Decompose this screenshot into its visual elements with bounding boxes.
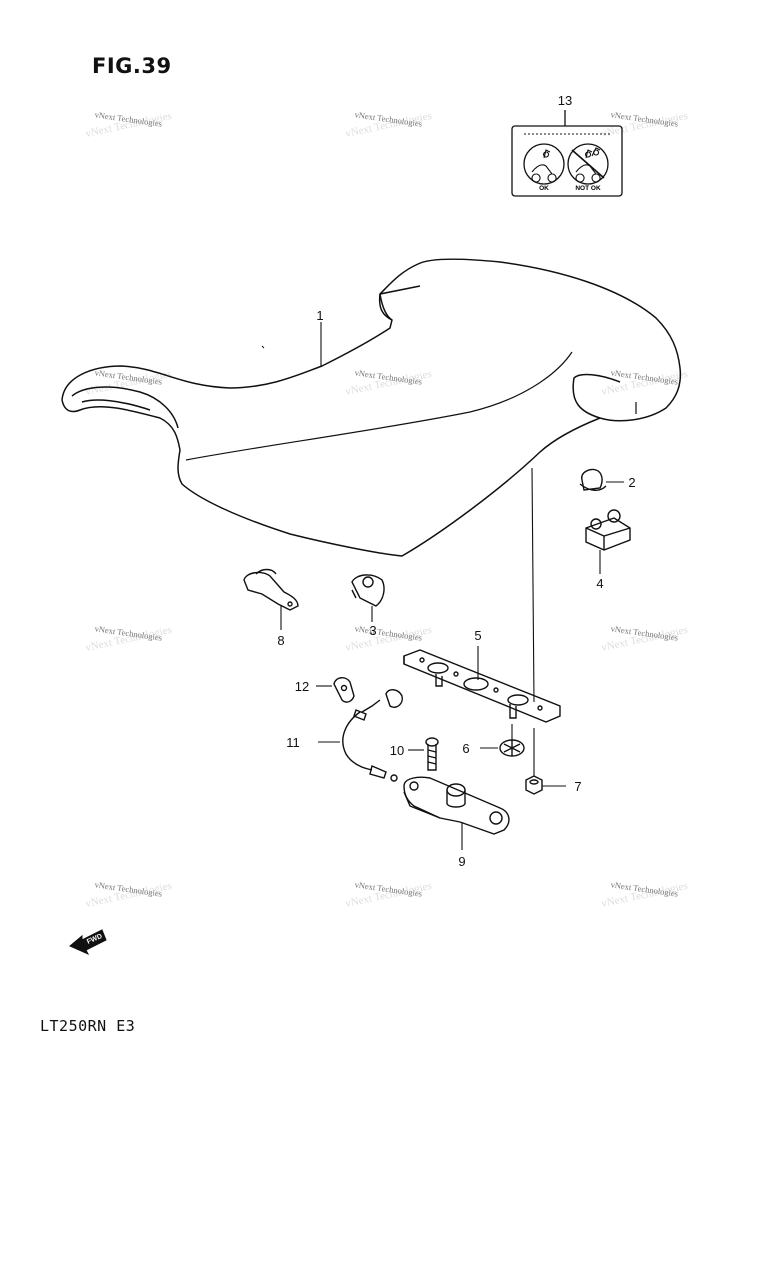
callout-10: 10 <box>390 743 404 758</box>
callout-9: 9 <box>458 854 465 869</box>
figure-title: FIG.39 <box>92 54 172 78</box>
part-12-clamp <box>316 677 355 703</box>
callout-7: 7 <box>574 779 581 794</box>
label-13-card <box>511 110 623 197</box>
callout-12: 12 <box>295 679 309 694</box>
callout-6: 6 <box>462 741 469 756</box>
model-code: LT250RN E3 <box>40 1017 136 1035</box>
fwd-arrow: FWD <box>69 929 107 956</box>
callout-8: 8 <box>277 633 284 648</box>
part-7-nut <box>525 775 566 795</box>
callout-4: 4 <box>596 576 603 591</box>
part-8-bracket <box>243 568 299 630</box>
part-4-cushion <box>585 509 631 574</box>
part-11-cable <box>318 689 404 782</box>
callout-1: 1 <box>316 308 323 323</box>
seat-drawing <box>61 258 682 557</box>
part-5-plate <box>403 646 561 723</box>
part-6-nut <box>480 724 525 757</box>
part-2-cushion <box>579 468 624 491</box>
callout-2: 2 <box>628 475 635 490</box>
part-9-lock <box>403 776 510 850</box>
part-10-screw <box>408 737 439 771</box>
label-13-not-ok-text: NOT OK <box>575 185 601 192</box>
part-3-bracket <box>351 574 385 622</box>
label-13-ok-text: OK <box>539 185 549 192</box>
callout-3: 3 <box>369 623 376 638</box>
callout-5: 5 <box>474 628 481 643</box>
callout-11: 11 <box>286 735 300 750</box>
callout-13: 13 <box>558 93 572 108</box>
